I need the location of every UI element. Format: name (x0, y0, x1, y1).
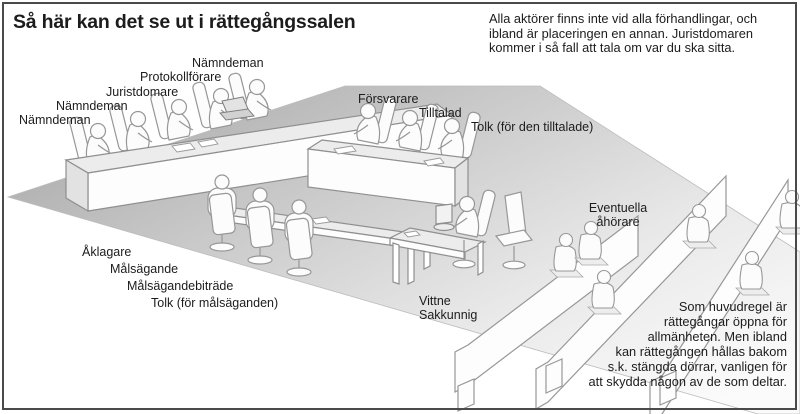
label-tolk-tilltalad: Tolk (för den tilltalade) (471, 120, 594, 134)
empty-chair (494, 191, 534, 270)
label-tilltalad: Tilltalad (419, 106, 462, 120)
label-namndeman-1: Nämndeman (192, 56, 264, 70)
papers (333, 145, 445, 167)
witness-table-group (388, 188, 534, 285)
label-forsvarare: Försvarare (358, 92, 419, 106)
laptop (219, 96, 255, 121)
note-line: kan rättegången hållas bakom (615, 343, 787, 359)
label-tolk-malsaganden: Tolk (för målsäganden) (151, 296, 279, 310)
note-line: att skydda någon av de som deltar. (588, 373, 787, 389)
label-protokollforare: Protokollförare (140, 70, 222, 84)
note-line: allmänheten. Men ibland (647, 328, 787, 344)
note-top-right: Alla aktörer finns inte vid alla förhand… (489, 11, 789, 56)
label-namndeman-2: Nämndeman (56, 99, 128, 113)
papers (403, 230, 421, 238)
label-sakkunnig: Sakkunnig (419, 308, 478, 322)
note-bottom-right: Som huvudregel är rättegångar öppna för … (487, 299, 787, 389)
label-aklagare: Åklagare (82, 245, 132, 259)
label-ahorare: Eventuella åhörare (588, 201, 648, 229)
papers (171, 138, 219, 153)
label-malsagande: Målsägande (110, 262, 179, 276)
note-line: kommer i så fall att tala om var du ska … (489, 40, 736, 56)
witness-chair-base (452, 240, 476, 269)
audience-benches-group (454, 174, 800, 414)
note-line: Som huvudregel är (678, 299, 787, 314)
note-line: ibland är placeringen en annan. Juristdo… (489, 25, 753, 41)
page-title: Så här kan det se ut i rättegångssalen (13, 11, 356, 33)
label-malsagandebitrade: Målsägandebiträde (127, 279, 234, 293)
note-line: s.k. stängda dörrar, vanligen för (607, 358, 787, 374)
papers (311, 216, 331, 225)
note-line: rättegångar öppna för (663, 313, 787, 329)
prosecution-table-group (207, 174, 434, 285)
note-line: Alla aktörer finns inte vid alla förhand… (489, 11, 758, 26)
label-namndeman-3: Nämndeman (19, 113, 91, 127)
label-juristdomare: Juristdomare (106, 85, 179, 99)
label-vittne: Vittne (419, 294, 451, 308)
